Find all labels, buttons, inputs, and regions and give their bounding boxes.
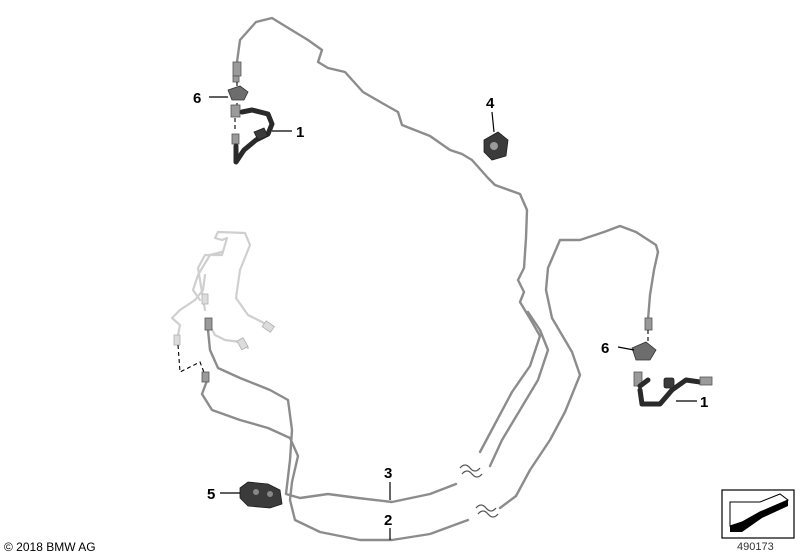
front-brake-hose-right [633,330,713,407]
callout-2: 2 [384,512,392,529]
brake-line-2 [200,224,660,542]
assembly-indicator [177,317,213,383]
brake-line-3 [206,310,550,504]
callout-6-right: 6 [601,340,609,357]
callout-4: 4 [486,95,495,112]
callout-1-left: 1 [296,124,304,141]
diagram-reference-number: 490173 [737,541,774,553]
ghost-brake-lines [170,230,275,351]
callout-5: 5 [207,486,215,503]
callout-3: 3 [384,465,392,482]
line-clip-5 [239,481,283,509]
orientation-arrow-icon [721,489,795,539]
bracket-clip-6-right [631,341,657,361]
bracket-clip-6-left [227,85,249,101]
brake-line-upper [235,16,542,454]
callout-1-right: 1 [700,394,708,411]
front-brake-hose-left [230,61,275,165]
line-break-symbols [459,464,499,518]
brake-line-right-drop [644,250,660,331]
leader-4 [491,111,495,133]
copyright-text: © 2018 BMW AG [4,540,96,554]
callout-6-left: 6 [193,90,201,107]
leader-6-right [617,346,635,351]
line-holder-4 [483,131,509,161]
